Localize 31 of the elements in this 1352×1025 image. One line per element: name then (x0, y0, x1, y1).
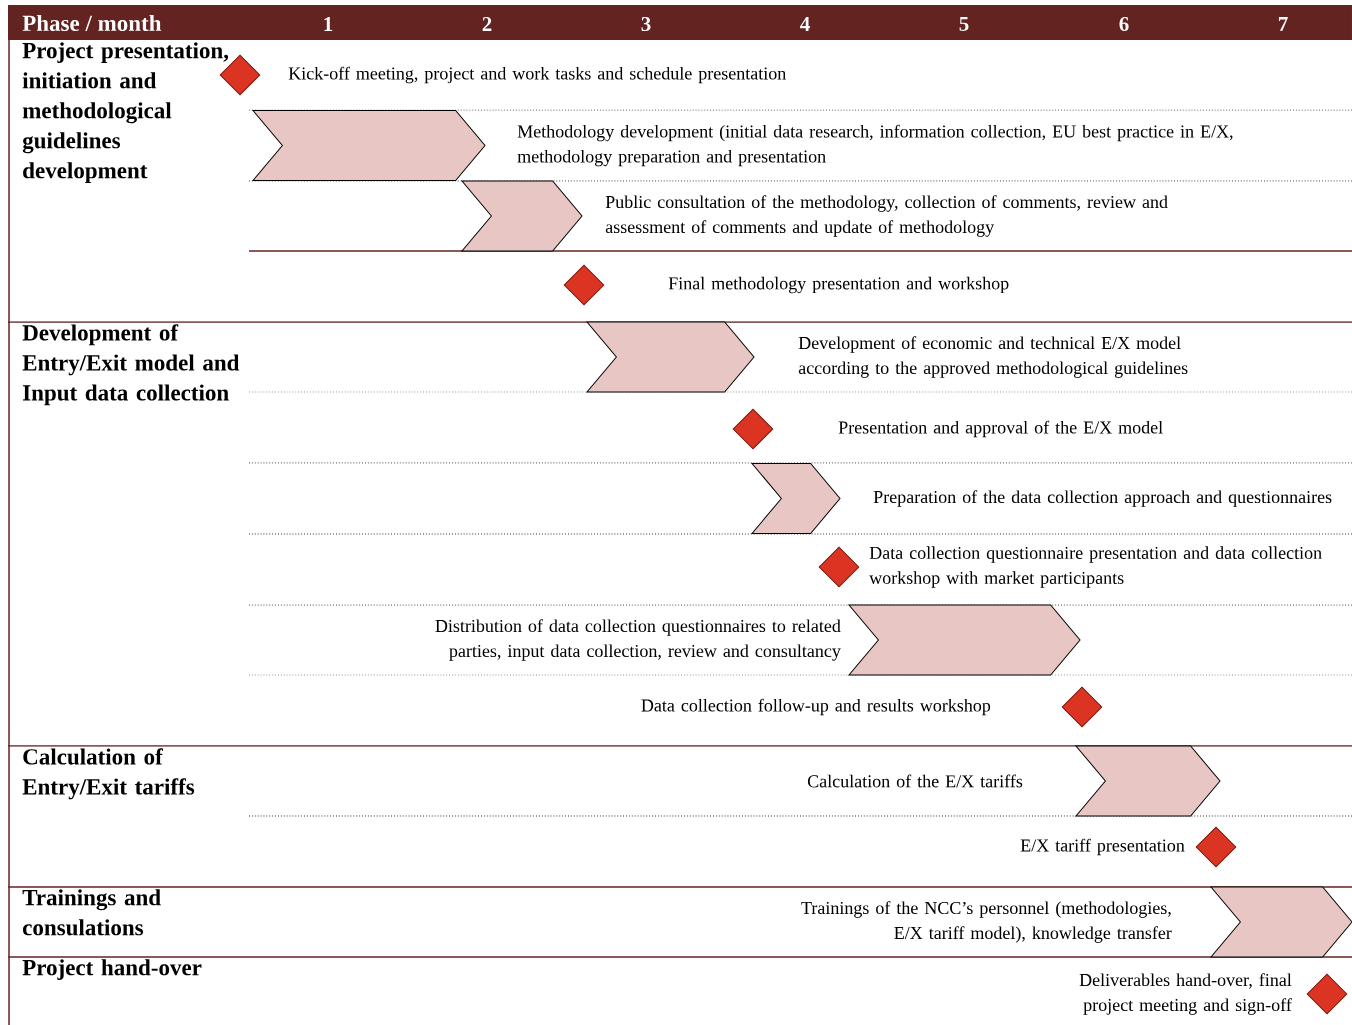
milestone-diamond (563, 264, 605, 306)
task-description: Trainings of the NCC’s personnel (methodologies, E/X tariff model), knowledge transfer (801, 901, 1172, 943)
task-description: Final methodology presentation and workshop (668, 276, 1009, 294)
phase-heading: Project presentation, initiation and methodological guidelines development (22, 42, 229, 184)
phase-heading: Development of Entry/Exit model and Input data collection (22, 324, 240, 406)
task-description: Data collection follow-up and results workshop (641, 698, 991, 716)
task-description: Calculation of the E/X tariffs (807, 774, 1023, 788)
column-heading: Phase / month (22, 14, 162, 32)
task-description: Preparation of the data collection approach and questionnaires (873, 490, 1332, 507)
column-heading: 4 (800, 17, 810, 31)
chevron-bar (252, 110, 486, 181)
task-description: Deliverables hand-over, final project meeting and sign-off (1079, 973, 1292, 1015)
column-heading: 7 (1278, 17, 1288, 31)
task-description: Presentation and approval of the E/X model (838, 420, 1163, 438)
column-heading: 2 (482, 17, 492, 31)
column-heading: 3 (641, 16, 651, 32)
task-description: Public consultation of the methodology, collection of comments, review and assessment of comments and update of methodology (605, 195, 1168, 237)
task-description: Methodology development (initial data research, information collection, EU best practice in E/X, methodology preparation and presentation (517, 124, 1233, 167)
task-description: Development of economic and technical E/X model according to the approved methodological guidelines (798, 336, 1188, 378)
column-heading: 6 (1119, 16, 1129, 32)
milestone-diamond (1061, 686, 1103, 728)
phase-heading: Trainings and consulations (22, 889, 161, 936)
phase-heading: Project hand-over (22, 959, 202, 981)
column-heading: 1 (324, 17, 333, 31)
task-description: Data collection questionnaire presentation and data collection workshop with market participants (869, 546, 1322, 588)
task-description: Distribution of data collection questionnaires to related parties, input data collection, review and consultancy (435, 619, 841, 661)
milestone-diamond (732, 408, 774, 450)
phase-heading: Calculation of Entry/Exit tariffs (22, 748, 195, 800)
task-description: Kick-off meeting, project and work tasks and schedule presentation (288, 66, 786, 84)
task-description: E/X tariff presentation (1020, 838, 1185, 856)
column-heading: 5 (959, 17, 969, 31)
